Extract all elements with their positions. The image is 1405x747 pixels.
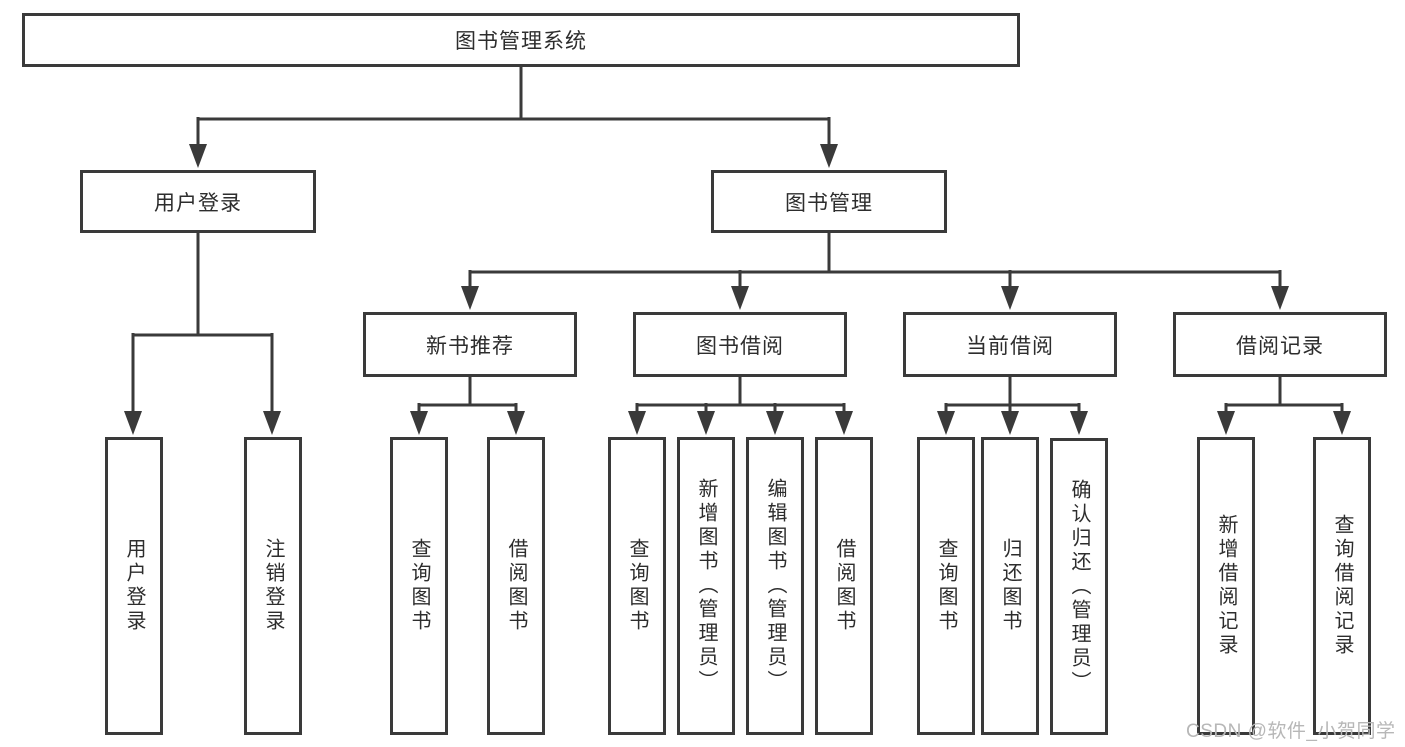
leaf-nbr-query-books: 查询图书: [390, 437, 448, 735]
leaf-user-login: 用户登录: [105, 437, 163, 735]
leaf-cb-return-books: 归还图书: [981, 437, 1039, 735]
leaf-br-add-record: 新增借阅记录: [1197, 437, 1255, 735]
csdn-watermark: CSDN @软件_小贺同学: [1186, 721, 1396, 742]
leaf-bb-edit-books-admin: 编辑图书（管理员）: [746, 437, 804, 735]
connector-new-book-rec-to-leaves: [410, 377, 525, 435]
node-user-login-group: 用户登录: [80, 170, 316, 233]
leaf-br-query-record: 查询借阅记录: [1313, 437, 1371, 735]
connector-book-borrow-to-leaves: [628, 377, 853, 435]
leaf-nbr-borrow-books: 借阅图书: [487, 437, 545, 735]
node-new-book-recommend: 新书推荐: [363, 312, 577, 377]
node-current-borrow: 当前借阅: [903, 312, 1117, 377]
leaf-bb-add-books-admin: 新增图书（管理员）: [677, 437, 735, 735]
leaf-logout: 注销登录: [244, 437, 302, 735]
leaf-bb-query-books: 查询图书: [608, 437, 666, 735]
node-root: 图书管理系统: [22, 13, 1020, 67]
leaf-bb-borrow-books: 借阅图书: [815, 437, 873, 735]
node-book-management-group: 图书管理: [711, 170, 947, 233]
connector-book-mgmt-to-level3: [461, 233, 1289, 310]
leaf-cb-confirm-return-admin: 确认归还（管理员）: [1050, 438, 1108, 735]
connector-user-login-to-leaves: [124, 233, 281, 435]
node-book-borrow: 图书借阅: [633, 312, 847, 377]
leaf-cb-query-books: 查询图书: [917, 437, 975, 735]
node-borrow-records: 借阅记录: [1173, 312, 1387, 377]
connector-current-borrow-to-leaves: [937, 377, 1088, 435]
connector-root-to-level2: [189, 67, 838, 168]
connector-borrow-records-to-leaves: [1217, 377, 1351, 435]
